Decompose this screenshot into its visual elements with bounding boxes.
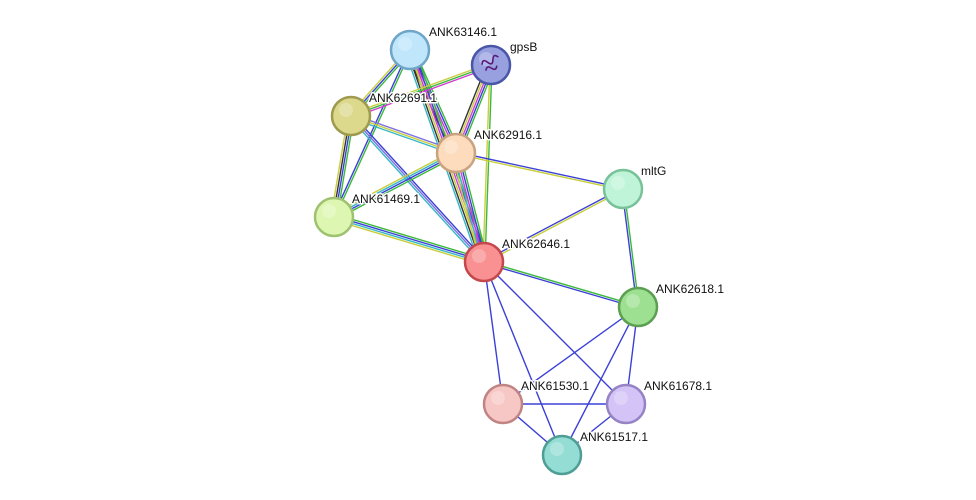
node-label-ank63146-1: ANK63146.1 bbox=[429, 25, 497, 39]
edge-channel-blue bbox=[333, 153, 458, 219]
edge-ank62618-1-ank61530-1[interactable] bbox=[502, 306, 639, 405]
node-label-ank61678-1: ANK61678.1 bbox=[644, 379, 712, 393]
node-highlight bbox=[339, 103, 353, 117]
edge-channel-yellow bbox=[482, 64, 491, 263]
node-ank62691-1[interactable] bbox=[330, 95, 372, 137]
node-label-ank62646-1: ANK62646.1 bbox=[502, 237, 570, 251]
edge-ank62618-1-ank61517-1[interactable] bbox=[561, 306, 639, 456]
nodes-layer bbox=[313, 29, 659, 476]
node-highlight bbox=[614, 391, 628, 405]
edge-ank62646-1-mltg[interactable] bbox=[482, 187, 625, 264]
node-ank61517-1[interactable] bbox=[541, 434, 583, 476]
node-highlight bbox=[322, 204, 336, 218]
edge-channel-yellow bbox=[332, 219, 484, 266]
edge-channel-green bbox=[483, 260, 639, 307]
node-label-ank61530-1: ANK61530.1 bbox=[521, 379, 589, 393]
edge-channel-green bbox=[350, 64, 492, 117]
edge-channel-yellow bbox=[483, 189, 625, 264]
edge-channel-blue bbox=[502, 306, 639, 405]
edge-channel-green bbox=[334, 154, 459, 221]
node-gpsb[interactable] bbox=[470, 44, 512, 86]
node-highlight bbox=[550, 442, 564, 456]
node-highlight bbox=[398, 37, 412, 51]
node-label-ank61517-1: ANK61517.1 bbox=[580, 430, 648, 444]
node-ank61678-1[interactable] bbox=[605, 383, 647, 425]
node-circle[interactable] bbox=[602, 168, 644, 210]
edge-channel-blue bbox=[483, 261, 627, 405]
edge-channel-cyan bbox=[332, 151, 457, 217]
edge-channel-green bbox=[334, 213, 486, 260]
node-circle[interactable] bbox=[541, 434, 583, 476]
node-circle[interactable] bbox=[482, 383, 524, 425]
node-highlight bbox=[472, 249, 486, 263]
node-highlight bbox=[444, 140, 458, 154]
node-highlight bbox=[626, 294, 640, 308]
node-label-ank62916-1: ANK62916.1 bbox=[474, 128, 542, 142]
edge-channel-blue bbox=[483, 262, 639, 309]
node-label-ank61469-1: ANK61469.1 bbox=[352, 192, 420, 206]
edge-channel-yellow bbox=[349, 62, 492, 115]
node-highlight bbox=[611, 176, 625, 190]
node-circle[interactable] bbox=[463, 241, 505, 283]
edge-ank62916-1-ank61469-1[interactable] bbox=[331, 149, 459, 221]
edge-channel-blue bbox=[482, 187, 624, 262]
node-label-mltg: mltG bbox=[641, 164, 666, 178]
node-ank62646-1[interactable] bbox=[463, 241, 505, 283]
node-circle[interactable] bbox=[605, 383, 647, 425]
edge-channel-blue bbox=[333, 215, 485, 262]
node-circle[interactable] bbox=[435, 132, 477, 174]
protein-structure-icon bbox=[481, 54, 499, 71]
node-label-gpsb: gpsB bbox=[510, 40, 537, 54]
edge-channel-blue bbox=[455, 151, 624, 189]
node-ank62618-1[interactable] bbox=[617, 286, 659, 328]
edge-ank63146-1-ank61469-1[interactable] bbox=[332, 48, 412, 219]
edge-ank62691-1-ank62646-1[interactable] bbox=[348, 113, 487, 265]
node-mltg[interactable] bbox=[602, 168, 644, 210]
node-label-ank62618-1: ANK62618.1 bbox=[656, 282, 724, 296]
edge-channel-blue bbox=[351, 113, 487, 262]
edge-gpsb-ank62691-1[interactable] bbox=[349, 62, 493, 119]
edge-channel-magenta bbox=[350, 66, 493, 119]
node-ank61469-1[interactable] bbox=[313, 196, 355, 238]
node-circle[interactable] bbox=[470, 44, 512, 86]
node-circle[interactable] bbox=[389, 29, 431, 71]
node-ank62916-1[interactable] bbox=[435, 132, 477, 174]
edge-channel-cyan bbox=[348, 116, 484, 265]
node-label-ank62691-1: ANK62691.1 bbox=[369, 91, 437, 105]
edge-ank61469-1-ank62646-1[interactable] bbox=[332, 213, 486, 266]
edge-channel-blue bbox=[561, 306, 639, 456]
edge-channel-blue bbox=[483, 261, 504, 405]
edge-channel-green bbox=[484, 64, 493, 263]
node-ank63146-1[interactable] bbox=[389, 29, 431, 71]
edge-channel-yellow bbox=[331, 149, 456, 216]
edge-channel-purple bbox=[350, 115, 485, 263]
node-circle[interactable] bbox=[330, 95, 372, 137]
edge-ank62646-1-ank61530-1[interactable] bbox=[483, 261, 504, 405]
edge-channel-blue bbox=[332, 48, 410, 218]
edge-ank62646-1-ank61678-1[interactable] bbox=[483, 261, 627, 405]
edge-ank62916-1-mltg[interactable] bbox=[455, 151, 624, 191]
edge-channel-yellow bbox=[455, 153, 624, 191]
node-circle[interactable] bbox=[617, 286, 659, 328]
edge-channel-cyan bbox=[333, 217, 485, 264]
edge-gpsb-ank62646-1[interactable] bbox=[482, 64, 493, 263]
edge-channel-green bbox=[334, 49, 412, 219]
edge-ank62646-1-ank61517-1[interactable] bbox=[483, 261, 563, 456]
node-ank61530-1[interactable] bbox=[482, 383, 524, 425]
node-circle[interactable] bbox=[313, 196, 355, 238]
edge-channel-blue bbox=[483, 261, 563, 456]
node-highlight bbox=[491, 391, 505, 405]
edge-ank62646-1-ank62618-1[interactable] bbox=[483, 260, 639, 309]
